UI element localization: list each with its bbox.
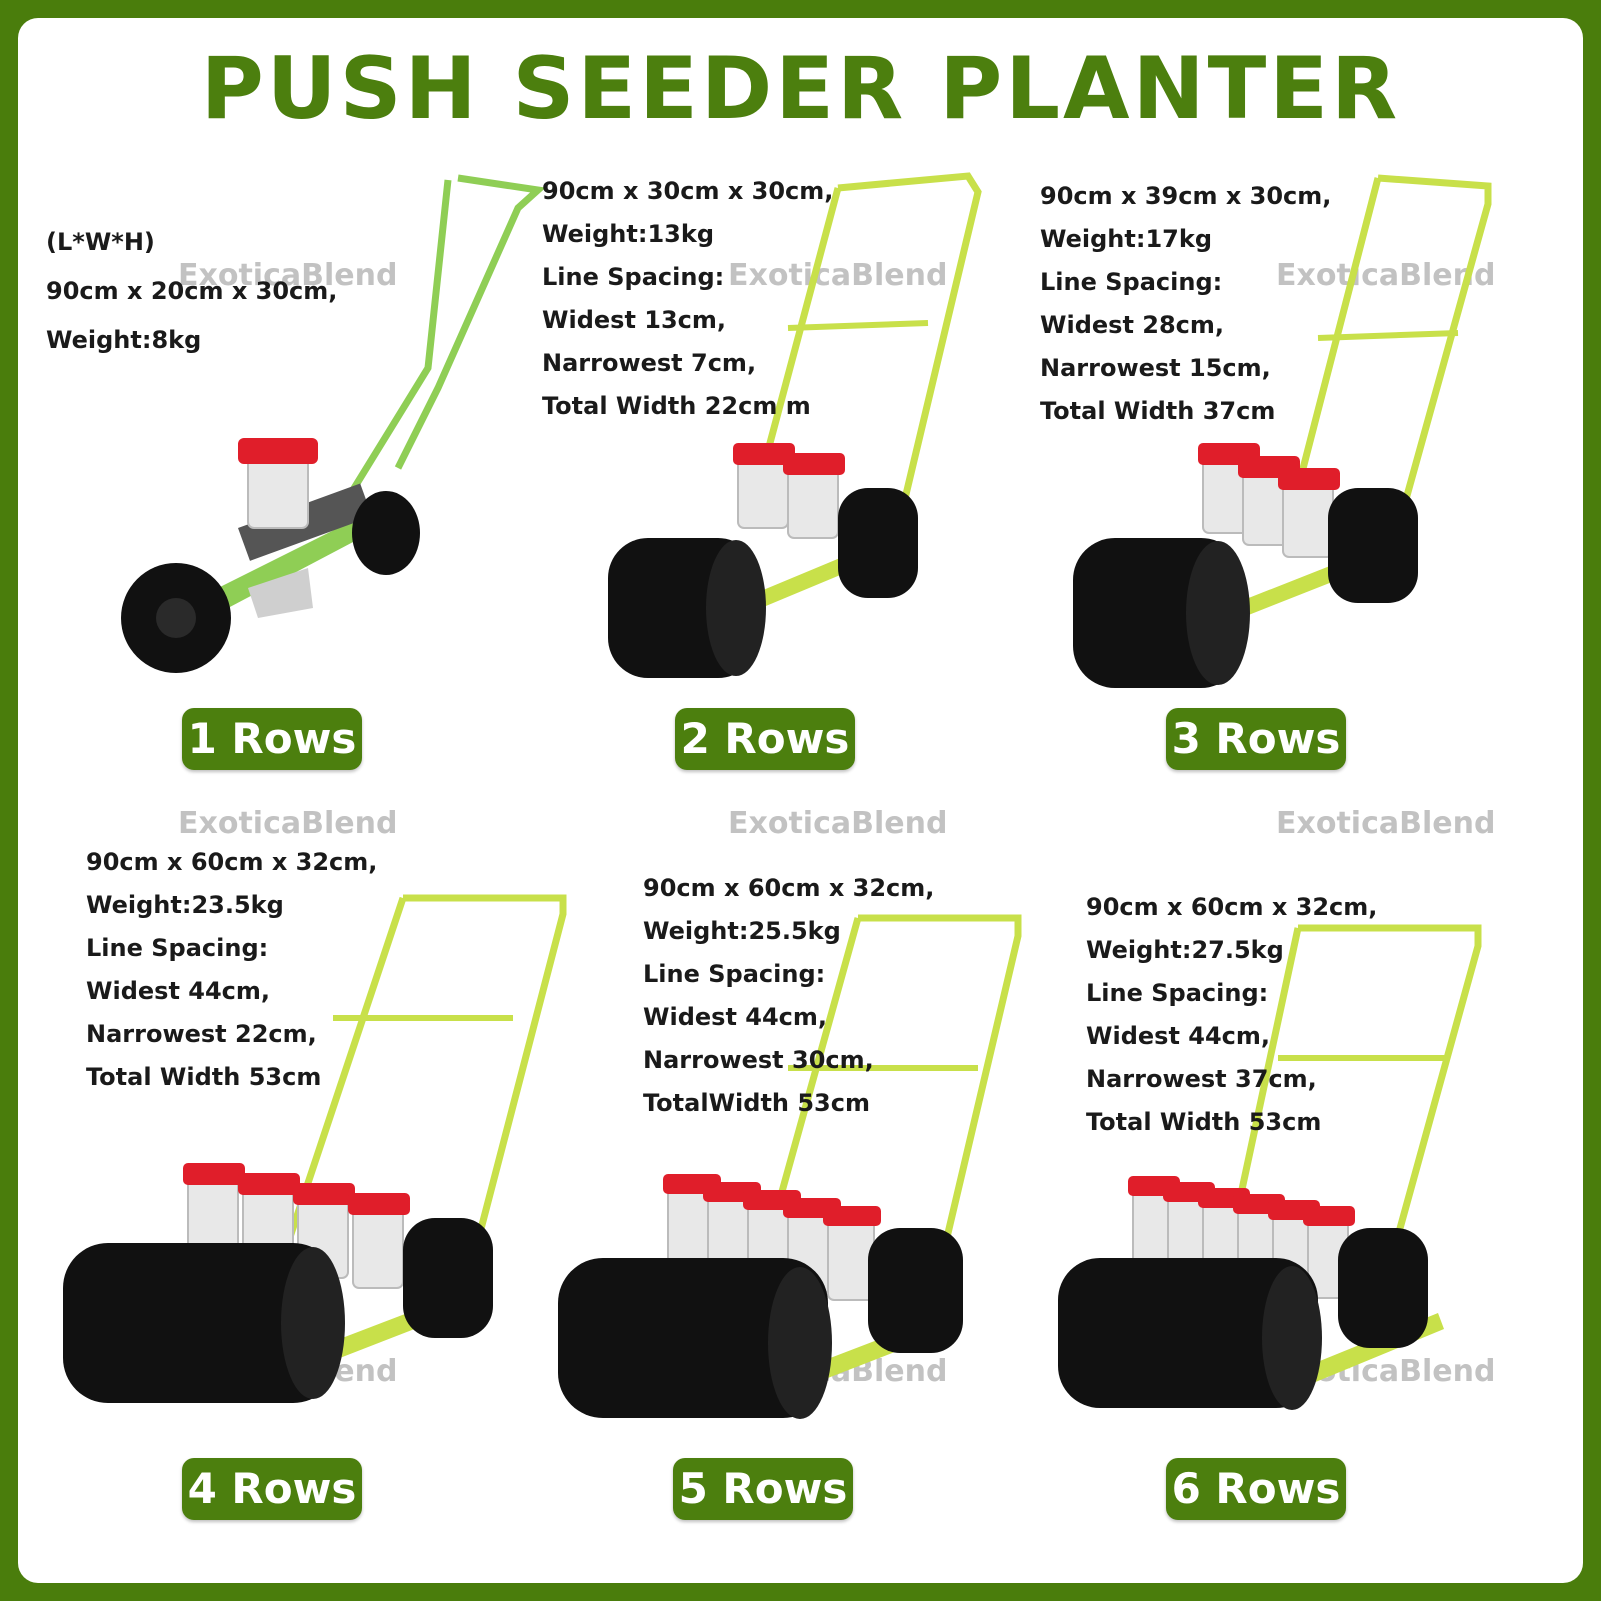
model-4-specs: 90cm x 60cm x 32cm, Weight:23.5kg Line S… — [86, 841, 377, 1099]
watermark: ExoticaBlend — [1276, 806, 1496, 841]
spec-line: Narrowest 37cm, — [1086, 1065, 1317, 1093]
spec-line: Widest 44cm, — [1086, 1022, 1271, 1050]
rows-badge-2: 2 Rows — [675, 708, 855, 770]
spec-line: Total Width 53cm — [1086, 1108, 1322, 1136]
spec-line: 90cm x 60cm x 32cm, — [86, 848, 378, 876]
spec-line: Narrowest 7cm, — [542, 349, 757, 377]
spec-line: TotalWidth 53cm — [643, 1089, 870, 1117]
spec-line: Widest 28cm, — [1040, 311, 1225, 339]
product-infographic: PUSH SEEDER PLANTER ExoticaBlend Exotica… — [18, 18, 1583, 1583]
watermark: ExoticaBlend — [728, 806, 948, 841]
spec-line: Widest 44cm, — [643, 1003, 828, 1031]
spec-line: 90cm x 30cm x 30cm, — [542, 177, 834, 205]
page-title: PUSH SEEDER PLANTER — [200, 39, 1401, 139]
spec-line: Total Width 22cm m — [542, 392, 811, 420]
seeder-4-row-image — [63, 894, 567, 1403]
model-5-specs: 90cm x 60cm x 32cm, Weight:25.5kg Line S… — [643, 867, 934, 1125]
seeder-5-row-image — [558, 914, 1022, 1419]
spec-line: Line Spacing: — [1086, 979, 1269, 1007]
watermark: ExoticaBlend — [1276, 258, 1496, 293]
spec-line: Line Spacing: — [86, 934, 269, 962]
spec-line: Widest 44cm, — [86, 977, 271, 1005]
rows-badge-5: 5 Rows — [673, 1458, 853, 1520]
watermark: ExoticaBlend — [178, 806, 398, 841]
spec-line: Total Width 53cm — [86, 1063, 322, 1091]
spec-line: 90cm x 20cm x 30cm, — [46, 277, 338, 305]
watermark: ExoticaBlend — [728, 258, 948, 293]
spec-line: Narrowest 22cm, — [86, 1020, 317, 1048]
rows-badge-4: 4 Rows — [182, 1458, 362, 1520]
model-6-specs: 90cm x 60cm x 32cm, Weight:27.5kg Line S… — [1086, 886, 1377, 1144]
model-1-specs: (L*W*H) 90cm x 20cm x 30cm, Weight:8kg — [46, 218, 337, 365]
spec-line: Narrowest 30cm, — [643, 1046, 874, 1074]
spec-line: Weight:27.5kg — [1086, 936, 1284, 964]
rows-badge-6: 6 Rows — [1166, 1458, 1346, 1520]
spec-line: Weight:13kg — [542, 220, 714, 248]
model-3-specs: 90cm x 39cm x 30cm, Weight:17kg Line Spa… — [1040, 175, 1331, 433]
spec-line: Widest 13cm, — [542, 306, 727, 334]
spec-line: 90cm x 60cm x 32cm, — [643, 874, 935, 902]
spec-line: Weight:8kg — [46, 326, 202, 354]
spec-line: Narrowest 15cm, — [1040, 354, 1271, 382]
rows-badge-1: 1 Rows — [182, 708, 362, 770]
rows-badge-3: 3 Rows — [1166, 708, 1346, 770]
spec-line: Weight:25.5kg — [643, 917, 841, 945]
watermark: ExoticaBlend — [178, 258, 398, 293]
spec-line: Weight:17kg — [1040, 225, 1212, 253]
seeder-2-row-image — [608, 172, 982, 678]
spec-line: (L*W*H) — [46, 228, 155, 256]
spec-line: Weight:23.5kg — [86, 891, 284, 919]
spec-line: Total Width 37cm — [1040, 397, 1276, 425]
model-2-specs: 90cm x 30cm x 30cm, Weight:13kg Line Spa… — [542, 170, 833, 428]
seeder-6-row-image — [1058, 924, 1482, 1410]
spec-line: 90cm x 60cm x 32cm, — [1086, 893, 1378, 921]
spec-line: Line Spacing: — [643, 960, 826, 988]
spec-line: Line Spacing: — [542, 263, 725, 291]
spec-line: 90cm x 39cm x 30cm, — [1040, 182, 1332, 210]
spec-line: Line Spacing: — [1040, 268, 1223, 296]
seeder-1-row-image — [121, 174, 546, 673]
seeder-3-row-image — [1073, 174, 1492, 688]
